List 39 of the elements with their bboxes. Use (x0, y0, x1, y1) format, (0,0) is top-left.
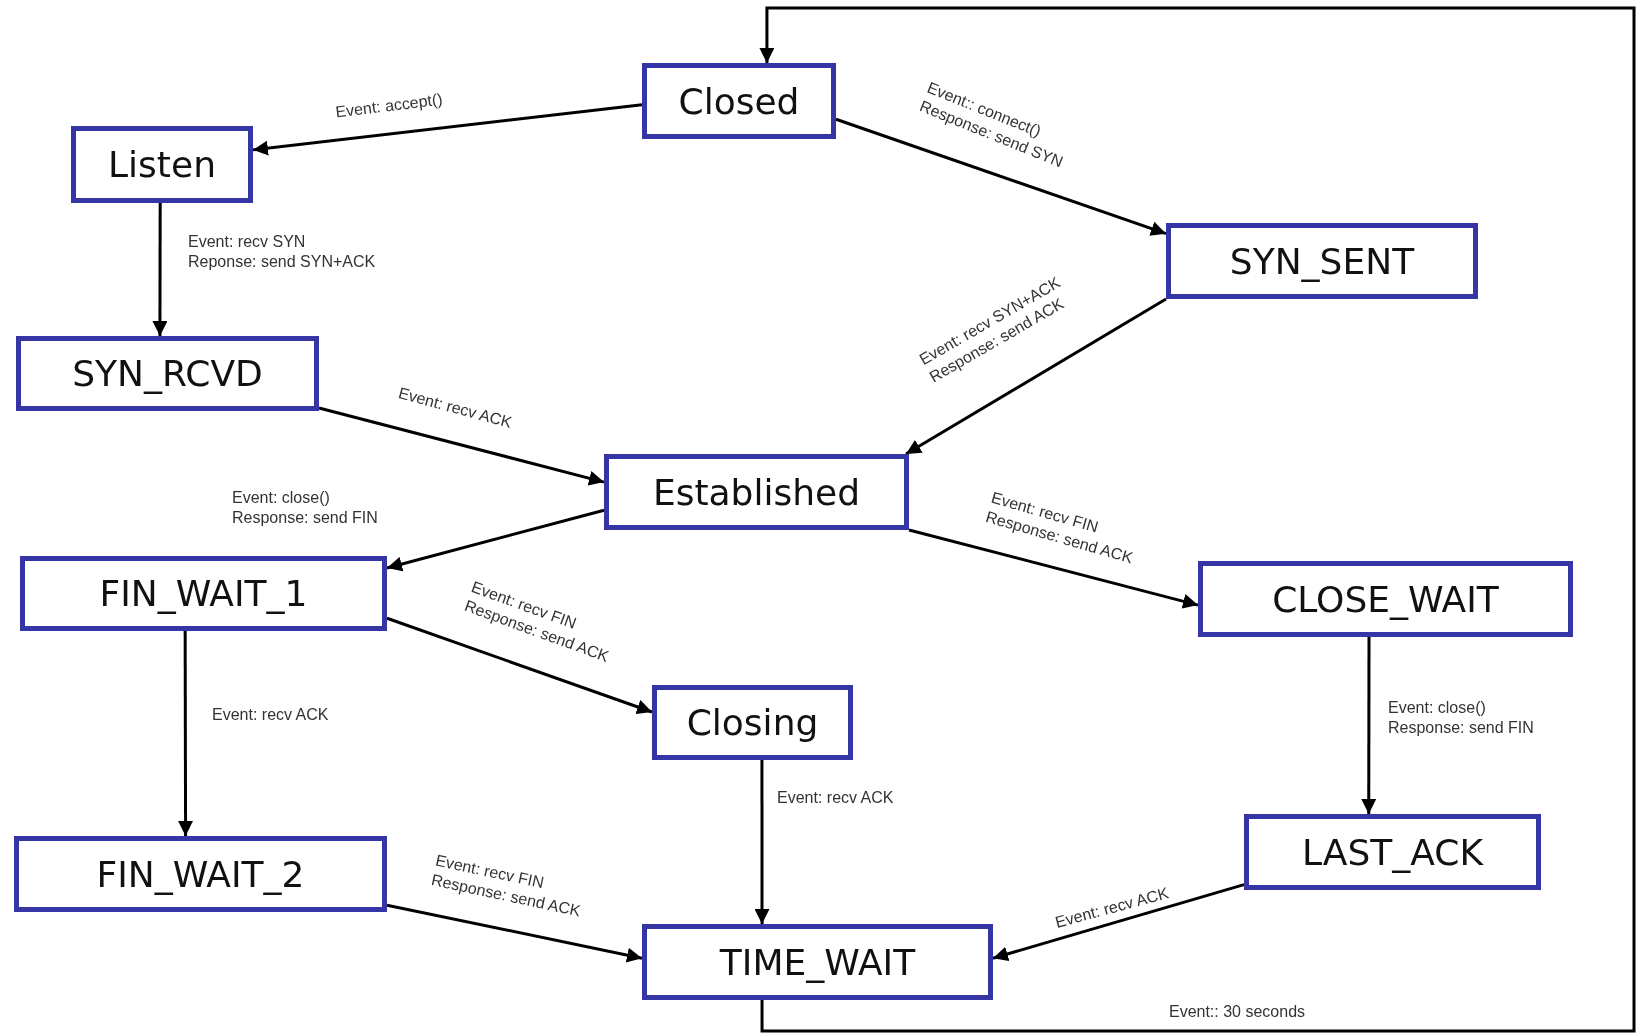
state-box (71, 126, 253, 203)
arrow (252, 103, 643, 156)
edge-label: Event: close() Response: send FIN (1388, 698, 1534, 738)
edge-label: Event: recv SYN Reponse: send SYN+ACK (188, 232, 376, 272)
arrow (905, 297, 1167, 456)
arrow (835, 117, 1167, 236)
arrow (178, 631, 194, 836)
state-box (14, 836, 387, 912)
state-box (16, 336, 319, 411)
arrow (318, 406, 605, 486)
arrow (759, 6, 1636, 1033)
arrow (1361, 637, 1377, 814)
state-box (642, 63, 836, 139)
state-name: LAST_ACK (1301, 831, 1484, 873)
arrow (386, 616, 653, 715)
edge-label: Event: close() Response: send FIN (232, 488, 378, 528)
state-box (642, 924, 993, 1000)
state-box (1166, 223, 1478, 299)
state-box (604, 454, 909, 530)
state-name: CLOSE_WAIT (1272, 578, 1499, 620)
state-name: SYN_RCVD (72, 353, 263, 394)
arrow (386, 903, 643, 963)
state-name: Established (652, 471, 861, 513)
state-name: FIN_WAIT_2 (96, 853, 305, 895)
state-name: Closed (678, 80, 800, 122)
arrow (152, 203, 168, 336)
state-name: SYN_SENT (1229, 240, 1415, 282)
state-box (20, 556, 387, 631)
arrow (992, 883, 1245, 962)
arrow (754, 760, 770, 924)
arrow (386, 508, 605, 572)
state-box (1198, 561, 1573, 637)
state-name: Listen (108, 144, 216, 185)
state-name: FIN_WAIT_1 (99, 573, 308, 614)
state-box (652, 685, 853, 760)
state-name: Closing (686, 702, 819, 743)
arrow (908, 528, 1199, 609)
state-name: TIME_WAIT (719, 941, 916, 983)
state-box (1244, 814, 1541, 890)
